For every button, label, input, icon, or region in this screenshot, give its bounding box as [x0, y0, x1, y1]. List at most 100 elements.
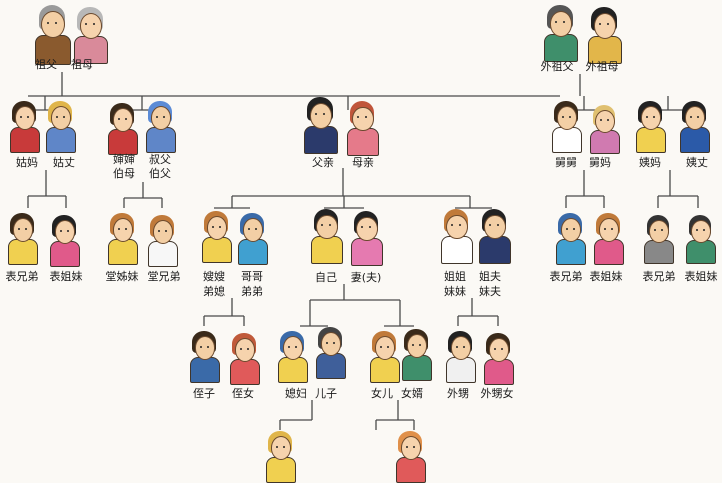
- label-sister-1: 姐姐: [444, 270, 466, 283]
- self-figure: [307, 208, 345, 264]
- figure-eye: [47, 21, 50, 24]
- figure-eye: [19, 115, 22, 118]
- grandmother-figure: [70, 6, 110, 65]
- label-son-in-law: 女婿: [401, 387, 423, 400]
- figure-eye: [117, 117, 120, 120]
- figure-body: [551, 127, 583, 153]
- label-grandfather: 祖父: [35, 58, 57, 71]
- figure-body: [7, 239, 39, 265]
- figure-eye: [369, 226, 372, 229]
- figure-eye: [497, 224, 500, 227]
- maternal-aunt-figure: [632, 100, 668, 153]
- figure-eye: [696, 115, 699, 118]
- figure-body: [265, 457, 297, 483]
- cousin-left-girl-figure: [46, 214, 82, 267]
- figure-eye: [218, 225, 221, 228]
- figure-body: [635, 127, 667, 153]
- figure-eye: [455, 345, 458, 348]
- figure-eye: [563, 21, 566, 24]
- figure-head: [112, 108, 134, 133]
- daughter-figure: [366, 330, 402, 383]
- figure-body: [593, 239, 625, 265]
- figure-eye: [24, 227, 27, 230]
- label-mother: 母亲: [352, 156, 374, 169]
- figure-body: [107, 239, 139, 265]
- figure-head: [242, 218, 264, 243]
- label-daughter: 女儿: [371, 387, 393, 400]
- figure-eye: [332, 341, 335, 344]
- figure-head: [684, 106, 706, 131]
- figure-eye: [59, 229, 62, 232]
- figure-head: [79, 12, 103, 39]
- cousin-right-b-boy-figure: [641, 214, 675, 265]
- figure-body: [483, 359, 515, 385]
- figure-head: [374, 336, 396, 361]
- figure-eye: [325, 341, 328, 344]
- niece-figure: [226, 332, 262, 385]
- label-sister-in-law-1: 嫂嫂: [203, 270, 225, 283]
- figure-body: [679, 127, 711, 153]
- label-cousin-right-a-1: 表兄弟: [549, 270, 583, 283]
- grandchild-right-figure: [392, 430, 428, 483]
- label-cousin-left-1: 表兄弟: [5, 270, 39, 283]
- figure-head: [598, 218, 620, 243]
- figure-head: [352, 106, 374, 132]
- figure-head: [282, 336, 304, 361]
- figure-head: [691, 219, 711, 243]
- figure-body: [686, 239, 716, 265]
- label-father: 父亲: [312, 156, 334, 169]
- figure-eye: [660, 228, 663, 231]
- label-sister-in-law-2: 弟媳: [203, 285, 225, 298]
- figure-body: [350, 238, 384, 266]
- figure-eye: [157, 229, 160, 232]
- figure-body: [237, 239, 269, 265]
- figure-eye: [610, 227, 613, 230]
- grandfather-figure: [31, 4, 72, 65]
- figure-eye: [124, 227, 127, 230]
- figure-body: [644, 239, 674, 265]
- label-paternal-aunt: 姑妈: [16, 156, 38, 169]
- label-paternal-cousin-m: 堂兄弟: [147, 270, 181, 283]
- figure-body: [369, 357, 401, 383]
- figure-body: [277, 357, 309, 383]
- label-cousin-left-2: 表姐妹: [49, 270, 83, 283]
- paternal-cousin-boy-figure: [144, 214, 180, 267]
- figure-eye: [500, 347, 503, 350]
- label-niece: 侄女: [232, 387, 254, 400]
- figure-eye: [117, 227, 120, 230]
- figure-body: [9, 127, 41, 153]
- figure-body: [401, 355, 433, 381]
- figure-eye: [162, 115, 165, 118]
- figure-body: [147, 241, 179, 267]
- figure-head: [152, 220, 174, 245]
- figure-eye: [321, 224, 324, 227]
- figure-eye: [199, 345, 202, 348]
- figure-head: [595, 109, 615, 133]
- mother-figure: [343, 100, 381, 156]
- figure-eye: [282, 445, 285, 448]
- figure-head: [640, 106, 662, 131]
- label-sister-2: 妹妹: [444, 285, 466, 298]
- figure-eye: [361, 226, 364, 229]
- figure-eye: [66, 229, 69, 232]
- label-aunt-in-law-2: 伯母: [113, 167, 135, 180]
- figure-head: [446, 214, 468, 240]
- figure-eye: [55, 115, 58, 118]
- figure-body: [107, 129, 139, 155]
- figure-head: [406, 334, 428, 359]
- figure-body: [588, 35, 622, 65]
- cousin-right-a-boy-figure: [552, 212, 588, 265]
- figure-eye: [603, 227, 606, 230]
- figure-head: [560, 218, 582, 243]
- label-nephew: 侄子: [193, 387, 215, 400]
- aunt-in-law-figure: [104, 102, 140, 155]
- label-brother-2: 弟弟: [241, 285, 263, 298]
- figure-head: [234, 338, 256, 363]
- figure-head: [556, 106, 578, 131]
- figure-body: [590, 129, 620, 155]
- cousin-right-b-girl-figure: [683, 214, 717, 265]
- maternal-grandfather-figure: [540, 4, 580, 63]
- figure-eye: [206, 345, 209, 348]
- figure-eye: [211, 225, 214, 228]
- figure-body: [555, 239, 587, 265]
